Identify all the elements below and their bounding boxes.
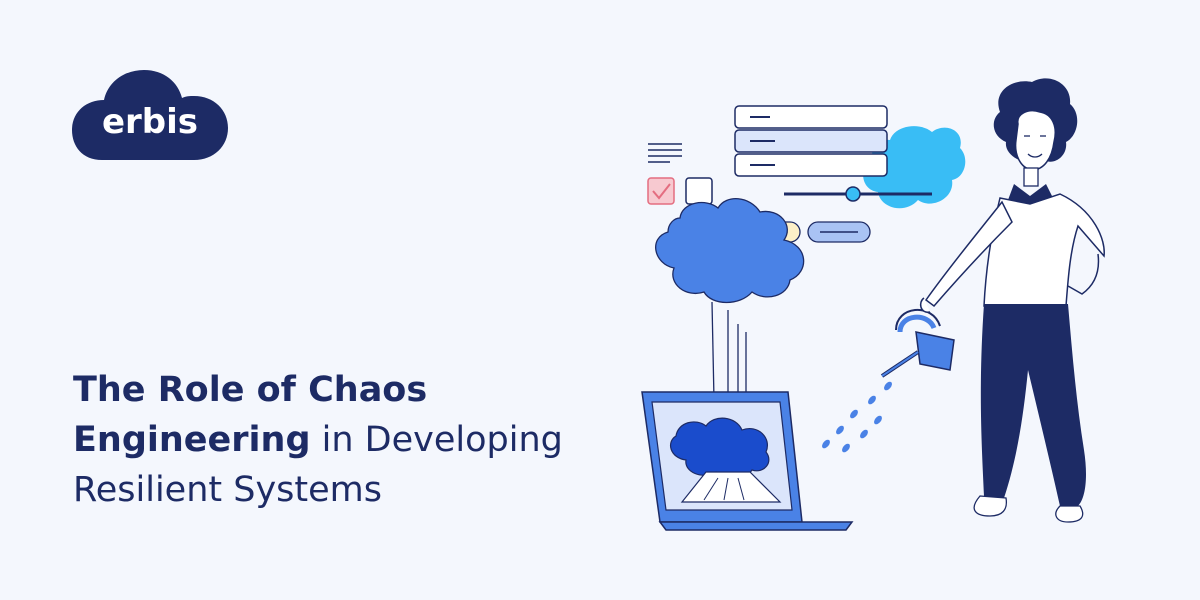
checkbox-empty-icon xyxy=(685,177,713,205)
person-illustration xyxy=(919,78,1105,523)
title-line-2: Engineering in Developing xyxy=(73,415,593,465)
page-title: The Role of Chaos Engineering in Develop… xyxy=(73,365,593,515)
title-line-1: The Role of Chaos xyxy=(73,370,428,410)
chaos-engineering-illustration xyxy=(641,78,1105,531)
logo-text: erbis xyxy=(101,102,199,142)
water-drops xyxy=(822,381,892,453)
slider-icon xyxy=(784,186,932,202)
cloud-icon xyxy=(863,126,966,209)
laptop-icon xyxy=(641,391,854,531)
checkbox-checked-icon xyxy=(647,177,675,205)
brand-logo: erbis xyxy=(70,68,230,162)
document-icon xyxy=(648,143,682,163)
title-line-3: Resilient Systems xyxy=(73,470,383,510)
list-panel xyxy=(734,105,888,177)
title-line-2-strong: Engineering xyxy=(73,420,311,460)
cloud-icon xyxy=(72,70,228,160)
cloud-icon xyxy=(655,198,805,304)
watering-can-icon xyxy=(880,309,955,378)
title-line-2-rest: in Developing xyxy=(310,420,563,460)
